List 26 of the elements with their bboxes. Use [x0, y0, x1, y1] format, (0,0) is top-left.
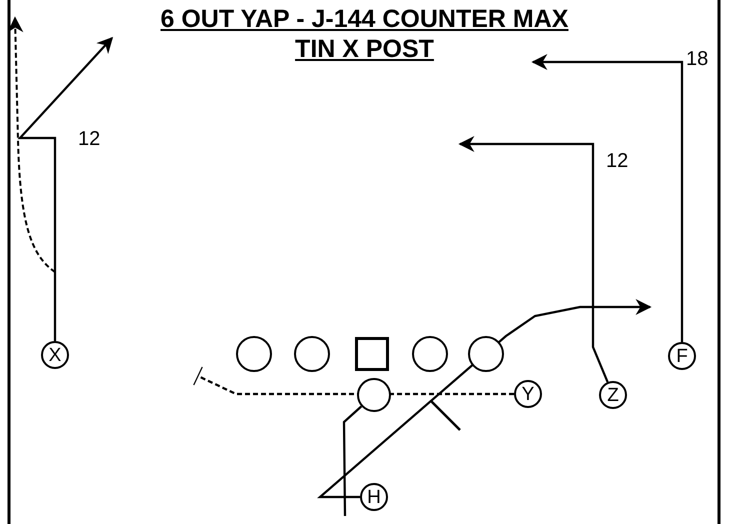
player-circle [360, 483, 388, 511]
player-circle [668, 342, 696, 370]
route-depth-number: 12 [606, 151, 628, 171]
block-route-line [193, 366, 514, 396]
player-circle [599, 381, 627, 409]
route-depth-number: 12 [78, 129, 100, 149]
player-letter: X [48, 346, 62, 364]
route-arrow [458, 136, 609, 382]
lineman-circle [412, 336, 448, 372]
lineman-circle [468, 336, 504, 372]
route-arrow [18, 36, 114, 341]
player-letter: F [676, 346, 688, 366]
lineman-circle [294, 336, 330, 372]
play-title: 6 OUT YAP - J-144 COUNTER MAX TIN X POST [160, 4, 570, 64]
player-letter: Y [522, 384, 534, 404]
route-line [342, 406, 362, 516]
route-arrow [317, 299, 652, 498]
player-circle [514, 380, 542, 408]
route-arrow [531, 54, 684, 342]
route-depth-number: 18 [686, 49, 708, 69]
player-circle [41, 341, 69, 369]
lineman-circle [357, 378, 391, 412]
lineman-circle [236, 336, 272, 372]
center-square [355, 337, 389, 371]
player-letter: H [367, 488, 381, 506]
player-letter: Z [607, 386, 619, 404]
